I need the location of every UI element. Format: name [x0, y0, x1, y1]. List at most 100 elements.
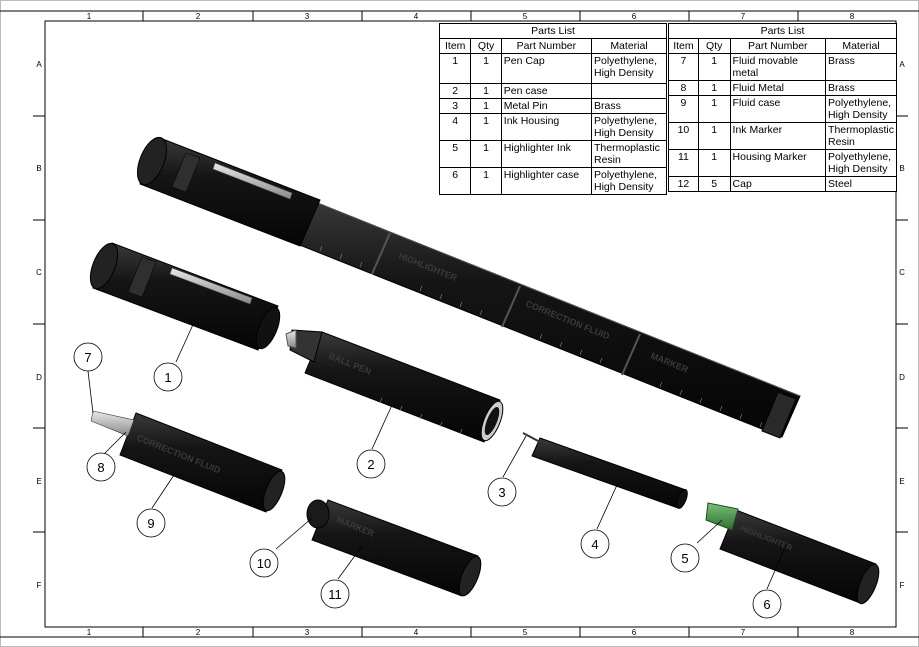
zone-col-top-4: 4: [414, 12, 419, 21]
zone-col-top-5: 5: [523, 12, 528, 21]
header-part-number: Part Number: [500, 38, 592, 54]
balloon-4: 4: [591, 537, 598, 552]
zone-col-bottom-4: 4: [414, 628, 419, 637]
part-pen-cap: [89, 242, 281, 351]
cell-material: [590, 83, 668, 99]
zone-row-left-d: D: [36, 373, 42, 382]
cell-part-number: Highlighter Ink: [500, 140, 592, 168]
header-qty: Qty: [697, 38, 731, 54]
table-row: 2 1 Pen case: [438, 83, 668, 99]
balloon-10: 10: [257, 556, 271, 571]
cell-qty: 1: [697, 122, 731, 150]
cell-item: 4: [438, 113, 472, 141]
part-ink-housing: [522, 432, 688, 509]
parts-list-title: Parts List: [439, 23, 667, 39]
balloon-8: 8: [97, 460, 104, 475]
cell-part-number: Pen case: [500, 83, 592, 99]
cell-material: Polyethylene, High Density: [825, 149, 897, 177]
zone-col-top-7: 7: [741, 12, 746, 21]
cell-qty: 1: [697, 95, 731, 123]
table-row: 9 1 Fluid case Polyethylene, High Densit…: [668, 95, 897, 123]
cell-part-number: Pen Cap: [500, 53, 592, 84]
header-material: Material: [825, 38, 897, 54]
cell-part-number: Highlighter case: [500, 167, 592, 195]
zone-row-left-f: F: [37, 581, 42, 590]
cell-qty: 1: [470, 98, 502, 114]
balloon-7: 7: [84, 350, 91, 365]
cell-item: 1: [438, 53, 472, 84]
cell-qty: 1: [470, 167, 502, 195]
part-housing-marker: MARKER: [306, 499, 482, 597]
cell-item: 2: [438, 83, 472, 99]
zone-col-top-2: 2: [196, 12, 201, 21]
header-item: Item: [438, 38, 472, 54]
header-part-number: Part Number: [729, 38, 827, 54]
zone-col-top-6: 6: [632, 12, 637, 21]
zone-row-right-f: F: [900, 581, 905, 590]
table-row: 1 1 Pen Cap Polyethylene, High Density: [438, 53, 668, 84]
cell-part-number: Housing Marker: [729, 149, 827, 177]
zone-col-bottom-3: 3: [305, 628, 310, 637]
table-row: 10 1 Ink Marker Thermoplastic Resin: [668, 122, 897, 150]
zone-row-right-c: C: [899, 268, 905, 277]
balloon-9: 9: [147, 516, 154, 531]
zone-row-right-a: A: [899, 60, 905, 69]
cell-part-number: Fluid movable metal: [729, 53, 827, 81]
parts-list-title: Parts List: [668, 23, 897, 39]
balloon-3: 3: [498, 485, 505, 500]
cell-material: Brass: [590, 98, 668, 114]
parts-list-left: Parts List Item Qty Part Number Material…: [438, 23, 668, 195]
zone-col-bottom-8: 8: [850, 628, 855, 637]
cell-item: 9: [668, 95, 699, 123]
balloon-6: 6: [763, 597, 770, 612]
zone-column-ticks: [142, 11, 799, 637]
cell-material: Steel: [825, 176, 897, 192]
cell-material: Brass: [825, 53, 897, 81]
zone-col-top-8: 8: [850, 12, 855, 21]
assembled-pen: HIGHLIGHTER CORRECTION FLUID MARKER: [136, 136, 801, 439]
table-row: 8 1 Fluid Metal Brass: [668, 80, 897, 96]
cell-qty: 1: [470, 83, 502, 99]
table-row: 4 1 Ink Housing Polyethylene, High Densi…: [438, 113, 668, 141]
cell-item: 6: [438, 167, 472, 195]
parts-list-right: Parts List Item Qty Part Number Material…: [668, 23, 897, 192]
cell-material: Thermoplastic Resin: [825, 122, 897, 150]
part-highlighter-case: HIGHLIGHTER: [705, 502, 880, 605]
zone-row-right-e: E: [899, 477, 904, 486]
balloon-11: 11: [328, 587, 342, 602]
balloon-1: 1: [164, 370, 171, 385]
zone-row-right-b: B: [899, 164, 904, 173]
cell-qty: 1: [697, 149, 731, 177]
balloon-2: 2: [367, 457, 374, 472]
table-row: 6 1 Highlighter case Polyethylene, High …: [438, 167, 668, 195]
cell-qty: 5: [697, 176, 731, 192]
cell-part-number: Ink Marker: [729, 122, 827, 150]
cell-qty: 1: [470, 53, 502, 84]
zone-col-bottom-5: 5: [523, 628, 528, 637]
cell-item: 3: [438, 98, 472, 114]
cell-part-number: Fluid case: [729, 95, 827, 123]
cell-material: Polyethylene, High Density: [825, 95, 897, 123]
zone-col-top-1: 1: [87, 12, 92, 21]
zone-col-bottom-1: 1: [87, 628, 92, 637]
part-pen-case: BALL PEN: [285, 329, 504, 443]
zone-col-bottom-6: 6: [632, 628, 637, 637]
zone-col-bottom-2: 2: [196, 628, 201, 637]
zone-row-ticks: [33, 115, 908, 533]
cell-qty: 1: [470, 140, 502, 168]
table-row: 3 1 Metal Pin Brass: [438, 98, 668, 114]
zone-col-bottom-7: 7: [741, 628, 746, 637]
cell-material: Brass: [825, 80, 897, 96]
zone-row-right-d: D: [899, 373, 905, 382]
table-row: 11 1 Housing Marker Polyethylene, High D…: [668, 149, 897, 177]
cell-part-number: Metal Pin: [500, 98, 592, 114]
cell-item: 12: [668, 176, 699, 192]
cell-item: 11: [668, 149, 699, 177]
cell-item: 8: [668, 80, 699, 96]
cell-qty: 1: [470, 113, 502, 141]
header-qty: Qty: [470, 38, 502, 54]
cell-material: Polyethylene, High Density: [590, 167, 668, 195]
cell-item: 10: [668, 122, 699, 150]
zone-row-left-b: B: [36, 164, 41, 173]
